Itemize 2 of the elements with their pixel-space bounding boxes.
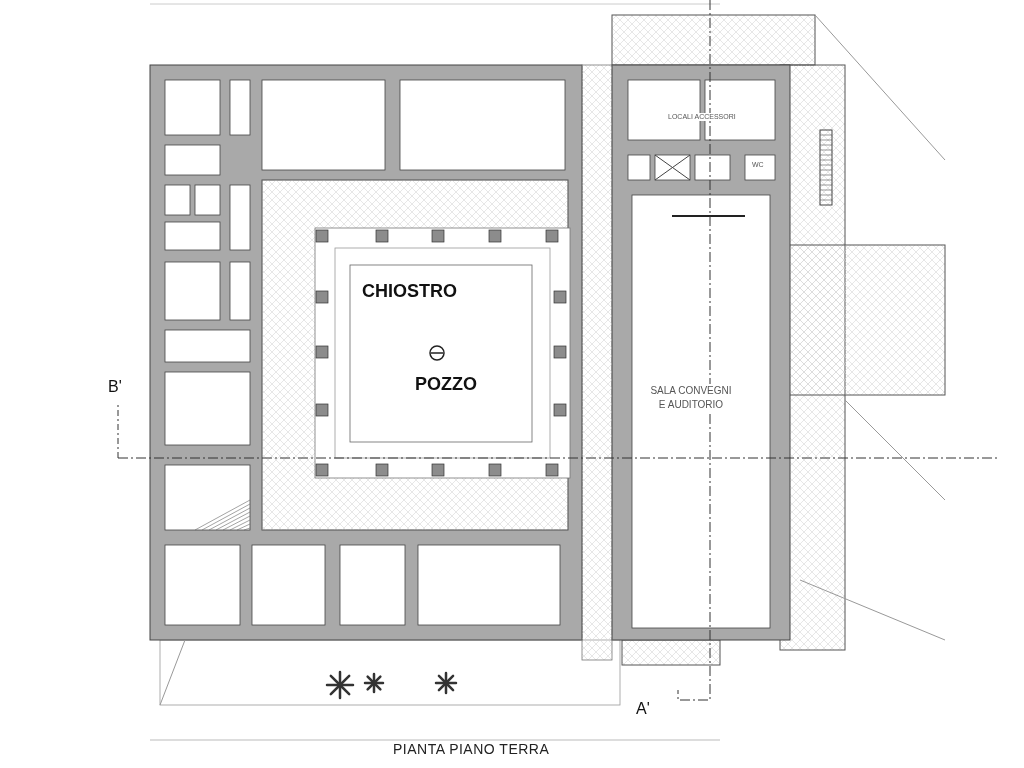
room-label: SALA CONVEGNI E AUDITORIO: [650, 384, 732, 412]
plan-title: PIANTA PIANO TERRA: [393, 742, 550, 758]
